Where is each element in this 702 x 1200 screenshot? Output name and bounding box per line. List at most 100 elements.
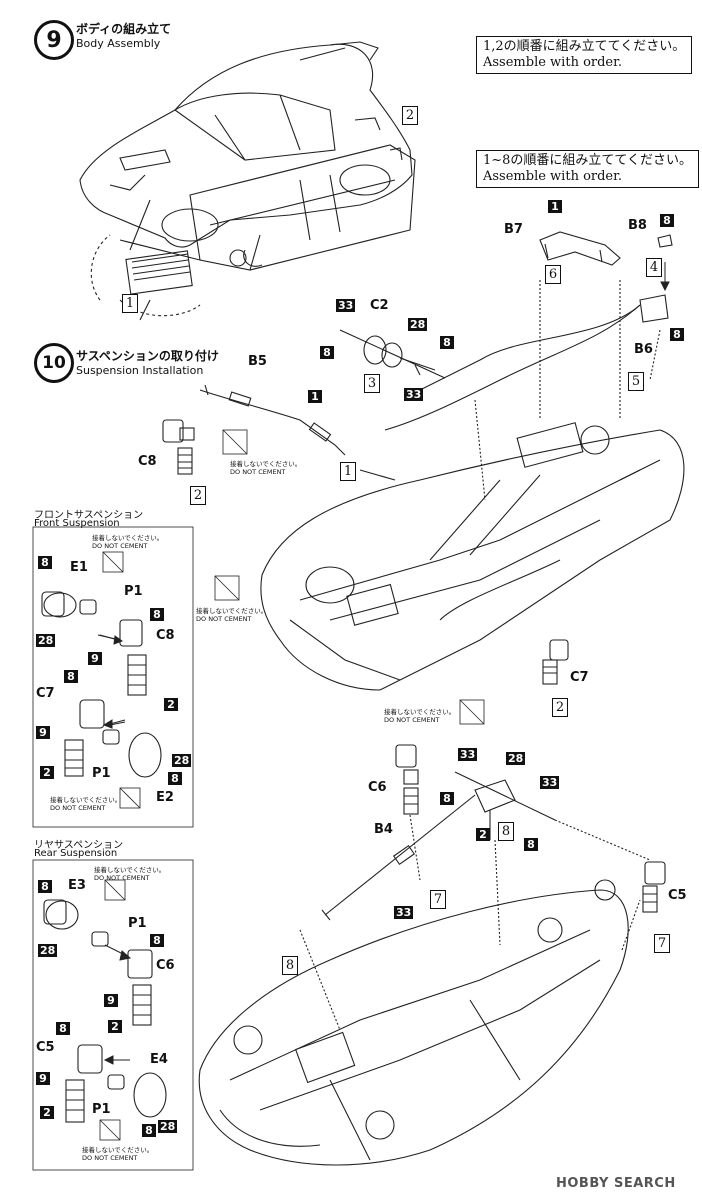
sprue-box: 28	[36, 634, 56, 647]
part-label-c6-rear: C6	[156, 958, 175, 973]
front-suspension-title-en: Front Suspension	[34, 518, 120, 529]
part-label-c5-rear: C5	[36, 1040, 55, 1055]
part-label-p1-rear-2: P1	[92, 1102, 111, 1117]
part-label-b8: B8	[628, 218, 647, 233]
sprue-box: 8	[168, 772, 182, 785]
part-label-e1: E1	[70, 560, 88, 575]
upright-c6	[395, 744, 419, 815]
sprue-box: 9	[104, 994, 118, 1007]
sprue-box: 8	[524, 838, 538, 851]
part-label-c8-front: C8	[156, 628, 175, 643]
part-label-p1-rear: P1	[128, 916, 147, 931]
order-note-2-jp: 1~8の順番に組み立ててください。	[483, 153, 693, 168]
upright-c8-top	[162, 419, 195, 475]
do-not-cement-note: 接着しないでください。DO NOT CEMENT	[230, 460, 302, 476]
no-cement-icon	[222, 429, 248, 455]
order-box-4: 4	[646, 258, 662, 277]
rear-differential	[321, 771, 556, 921]
sprue-box: 1	[308, 390, 322, 403]
do-not-cement-note: 接着しないでください。DO NOT CEMENT	[50, 796, 122, 812]
bracket-b7	[539, 231, 621, 266]
rear-suspension-title-en: Rear Suspension	[34, 848, 118, 859]
sprue-box: 33	[394, 906, 414, 919]
part-label-c2: C2	[370, 298, 389, 313]
part-label-c5: C5	[668, 888, 687, 903]
sprue-box: 9	[36, 726, 50, 739]
rear-brake-parts	[43, 899, 167, 1123]
order-box-1-lower: 1	[340, 462, 356, 481]
sprue-box: 33	[540, 776, 560, 789]
muffler-b6	[419, 234, 673, 391]
do-not-cement-note: 接着しないでください。DO NOT CEMENT	[82, 1146, 154, 1162]
do-not-cement-note: 接着しないでください。DO NOT CEMENT	[196, 607, 268, 623]
part-label-c7: C7	[570, 670, 589, 685]
order-box-8-left: 8	[282, 956, 298, 975]
sprue-box: 8	[56, 1022, 70, 1035]
sprue-box: 28	[172, 754, 192, 767]
do-not-cement-note: 接着しないでください。DO NOT CEMENT	[384, 708, 456, 724]
order-note-1-jp: 1,2の順番に組み立ててください。	[483, 39, 686, 54]
no-cement-icon	[104, 879, 126, 901]
no-cement-icon	[214, 575, 240, 601]
sprue-box: 8	[38, 880, 52, 893]
sprue-box: 28	[38, 944, 58, 957]
part-label-c6: C6	[368, 780, 387, 795]
part-label-e3: E3	[68, 878, 86, 893]
watermark: HOBBY SEARCH	[556, 1176, 676, 1191]
sprue-box: 8	[38, 556, 52, 569]
order-box-5: 5	[628, 372, 644, 391]
step-number-10: 10	[34, 343, 74, 383]
order-box-6: 6	[545, 265, 561, 284]
order-box-7-right: 7	[654, 934, 670, 953]
car-underside-front	[260, 422, 685, 691]
order-note-1-en: Assemble with order.	[483, 55, 623, 70]
step9-title-jp: ボディの組み立て	[76, 22, 172, 36]
rear-suspension-box	[32, 859, 194, 1171]
sprue-box: 8	[142, 1124, 156, 1137]
rear-suspension-title-jp: リヤサスペンション	[34, 840, 124, 851]
step9-title-en: Body Assembly	[76, 37, 161, 50]
order-note-1: 1,2の順番に組み立ててください。 Assemble with order.	[476, 36, 693, 74]
part-label-e4: E4	[150, 1052, 168, 1067]
do-not-cement-note: 接着しないでください。DO NOT CEMENT	[92, 534, 164, 550]
order-box-2: 2	[402, 106, 418, 125]
step10-title-jp: サスペンションの取り付け	[76, 349, 219, 363]
order-box-2-right: 2	[552, 698, 568, 717]
step-number-9: 9	[34, 20, 74, 60]
no-cement-icon	[102, 551, 124, 573]
front-suspension-title-jp: フロントサスペンション	[34, 510, 144, 521]
front-brake-parts	[41, 591, 162, 778]
part-label-p1-front: P1	[92, 766, 111, 781]
order-box-2-left: 2	[190, 486, 206, 505]
step10-title-en: Suspension Installation	[76, 364, 204, 377]
sprue-box: 8	[320, 346, 334, 359]
sprue-box: 8	[64, 670, 78, 683]
sprue-box: 1	[548, 200, 562, 213]
sprue-box: 8	[150, 608, 164, 621]
car-underside-rear	[198, 879, 629, 1166]
upright-c7-right	[542, 639, 569, 685]
sprue-box: 33	[404, 388, 424, 401]
order-note-2: 1~8の順番に組み立ててください。 Assemble with order.	[476, 150, 700, 188]
part-label-e2: E2	[156, 790, 174, 805]
sprue-box: 2	[476, 828, 490, 841]
sprue-box: 28	[506, 752, 526, 765]
sprue-box: 9	[36, 1072, 50, 1085]
part-label-b5: B5	[248, 354, 267, 369]
sprue-box: 2	[40, 766, 54, 779]
sprue-box: 28	[408, 318, 428, 331]
sprue-box: 8	[670, 328, 684, 341]
sprue-box: 8	[660, 214, 674, 227]
steering-rack-c2	[339, 329, 446, 379]
order-box-8: 8	[498, 822, 514, 841]
sprue-box: 9	[88, 652, 102, 665]
sprue-box: 28	[158, 1120, 178, 1133]
sprue-box: 8	[440, 336, 454, 349]
front-suspension-box	[32, 526, 194, 828]
part-label-c8: C8	[138, 454, 157, 469]
no-cement-icon	[459, 699, 485, 725]
sprue-box: 33	[336, 299, 356, 312]
order-box-1: 1	[122, 294, 138, 313]
order-note-2-en: Assemble with order.	[483, 169, 623, 184]
